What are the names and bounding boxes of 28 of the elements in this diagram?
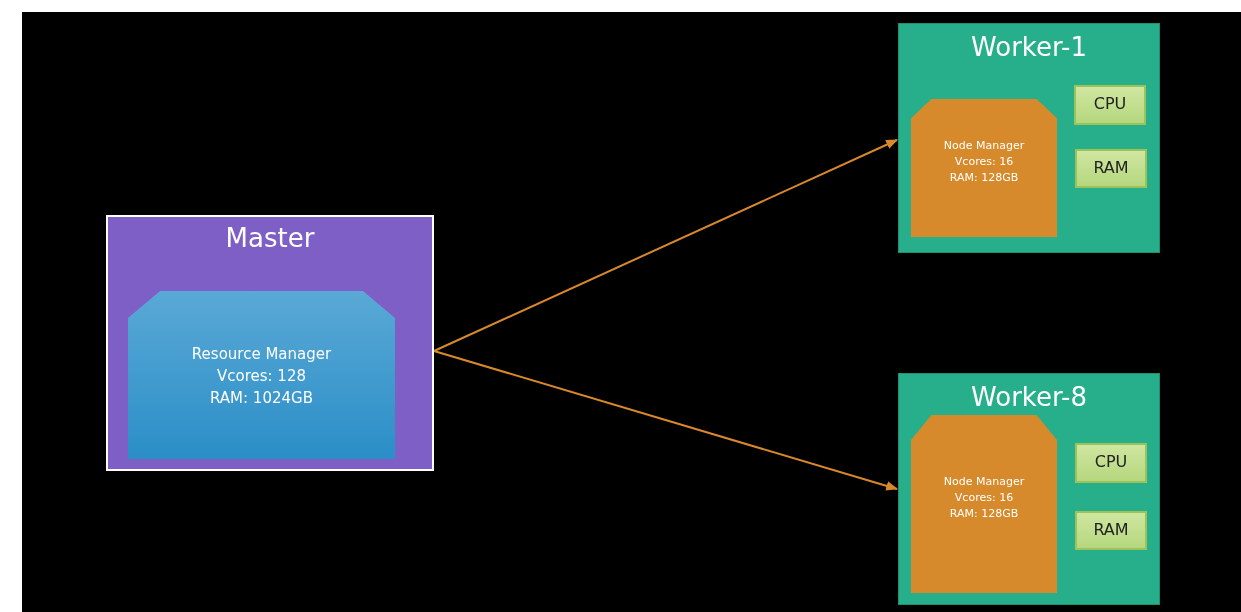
manager-text: Vcores: 16 — [953, 491, 1015, 504]
resource-box — [1075, 511, 1147, 550]
resource-box — [1075, 149, 1147, 188]
node-manager-shape — [911, 99, 1057, 237]
worker-node-box — [898, 373, 1160, 605]
node-manager-shape — [911, 415, 1057, 593]
arrow — [433, 350, 899, 491]
manager-text: Vcores: 16 — [953, 155, 1015, 168]
manager-text: Node Manager — [942, 139, 1026, 152]
manager-text: Node Manager — [942, 475, 1026, 488]
resource-box — [1074, 85, 1146, 125]
node-title: Worker-1 — [970, 32, 1088, 62]
manager-text: RAM: 128GB — [948, 171, 1020, 184]
resource-manager-shape — [128, 291, 395, 459]
manager-text: Resource Manager — [190, 345, 333, 363]
resource-label: CPU — [1092, 94, 1128, 113]
arrow — [433, 139, 899, 352]
manager-text: Vcores: 128 — [216, 367, 307, 385]
resource-label: CPU — [1093, 452, 1129, 471]
resource-label: RAM — [1092, 520, 1130, 539]
resource-label: RAM — [1092, 158, 1130, 177]
node-title: Worker-8 — [970, 382, 1088, 412]
manager-text: RAM: 1024GB — [209, 389, 314, 407]
resource-box — [1075, 443, 1147, 483]
worker-node-box — [898, 23, 1160, 253]
manager-text: RAM: 128GB — [948, 507, 1020, 520]
master-node-box — [106, 215, 434, 471]
node-title: Master — [224, 223, 316, 253]
